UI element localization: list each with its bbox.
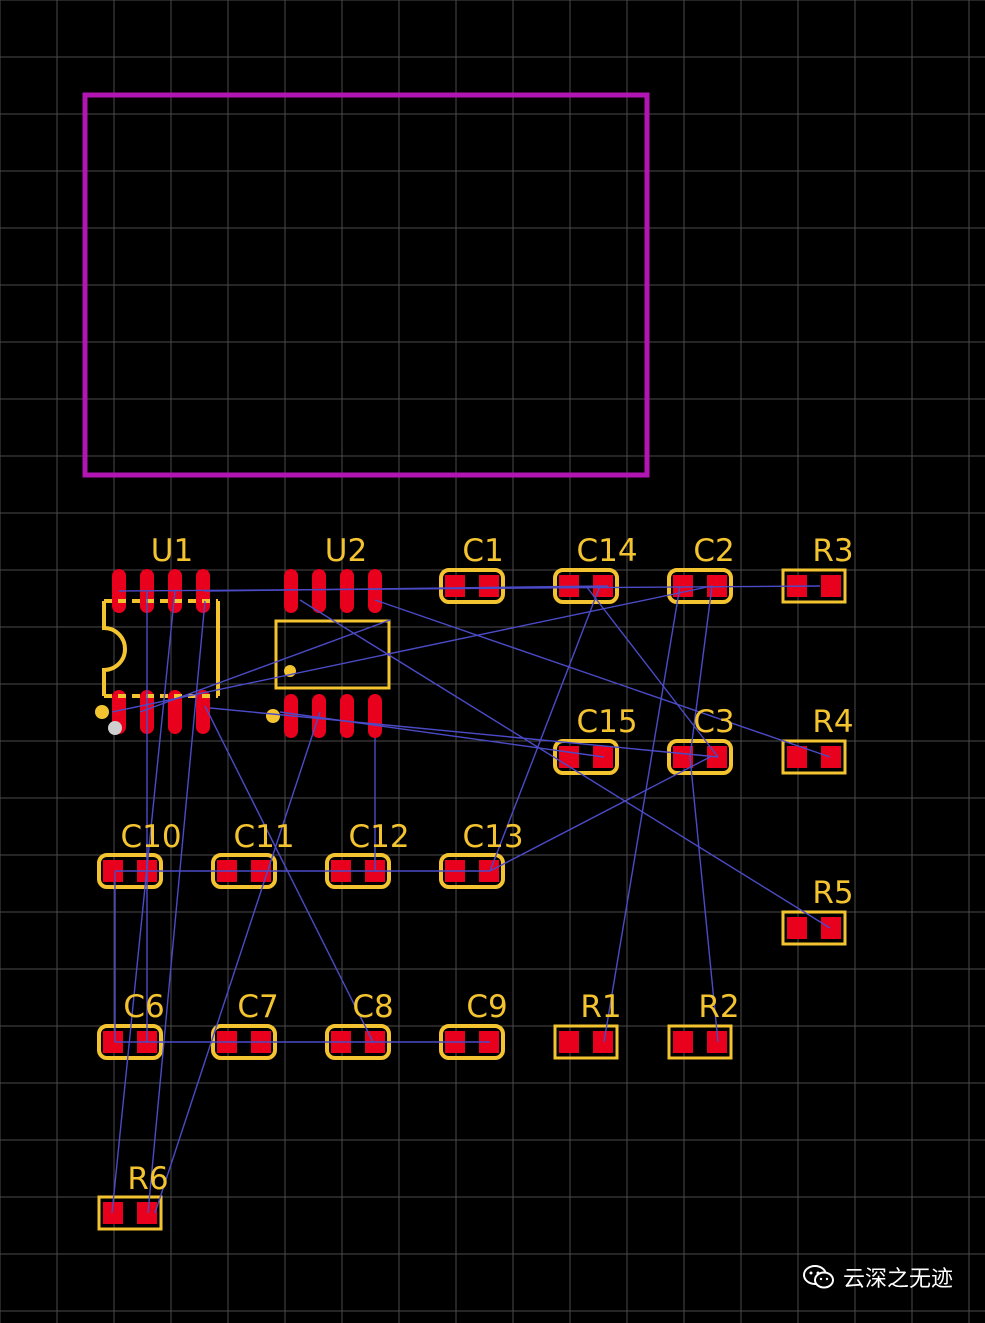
ratsnest-lines — [111, 585, 831, 1214]
label-c3: C3 — [693, 704, 734, 740]
ratsnest-connection — [139, 619, 391, 713]
label-c11: C11 — [233, 819, 294, 855]
designator-labels: U1 U2 C1 C14 C2 R3 C15 C3 R4 C10 C11 C12… — [120, 533, 853, 1197]
pad[interactable] — [707, 575, 727, 597]
watermark: 云深之无迹 — [802, 1261, 953, 1293]
label-r5: R5 — [812, 875, 853, 911]
pad[interactable] — [103, 1202, 123, 1224]
pad[interactable] — [103, 860, 123, 882]
label-u1: U1 — [151, 533, 193, 569]
ratsnest-connection — [204, 705, 374, 1043]
pad[interactable] — [821, 746, 841, 768]
component-r4[interactable] — [781, 739, 847, 775]
ratsnest-connection — [209, 707, 719, 758]
label-c8: C8 — [352, 989, 393, 1025]
pad[interactable] — [673, 1031, 693, 1053]
component-r2[interactable] — [667, 1024, 733, 1060]
pad[interactable] — [137, 1202, 157, 1224]
component-c1[interactable] — [439, 568, 505, 604]
pad[interactable] — [559, 746, 579, 768]
label-r6: R6 — [127, 1161, 168, 1197]
label-u2: U2 — [325, 533, 367, 569]
ratsnest-connection — [299, 599, 831, 929]
pad[interactable] — [707, 1031, 727, 1053]
pad[interactable] — [479, 575, 499, 597]
ratsnest-connection — [279, 711, 605, 758]
label-c13: C13 — [462, 819, 523, 855]
ratsnest-connection — [374, 599, 831, 758]
label-r2: R2 — [698, 989, 739, 1025]
label-r1: R1 — [580, 989, 621, 1025]
board-outline[interactable] — [82, 92, 650, 478]
label-c2: C2 — [693, 533, 734, 569]
label-r4: R4 — [812, 704, 853, 740]
pad[interactable] — [559, 1031, 579, 1053]
ratsnest-connection — [585, 585, 719, 758]
ratsnest-connection — [689, 585, 713, 758]
pad[interactable] — [821, 575, 841, 597]
ratsnest-connection — [111, 585, 713, 713]
wechat-icon — [802, 1265, 834, 1289]
label-c9: C9 — [466, 989, 507, 1025]
label-c6: C6 — [123, 989, 164, 1025]
pad[interactable] — [787, 746, 807, 768]
component-c3[interactable] — [667, 739, 733, 775]
ratsnest-connection — [489, 756, 711, 872]
ratsnest-connection — [689, 756, 719, 1043]
watermark-text: 云深之无迹 — [842, 1267, 953, 1292]
ratsnest-connection — [204, 585, 609, 592]
label-c7: C7 — [237, 989, 278, 1025]
pad[interactable] — [673, 746, 693, 768]
pad[interactable] — [593, 1031, 613, 1053]
ratsnest-connection — [489, 585, 601, 872]
component-r6[interactable] — [97, 1195, 163, 1231]
component-r1[interactable] — [553, 1024, 619, 1060]
label-r3: R3 — [812, 533, 853, 569]
component-r5[interactable] — [781, 910, 847, 946]
ratsnest-connection — [603, 585, 681, 1043]
pad[interactable] — [787, 917, 807, 939]
ratsnest-connection — [147, 600, 206, 1214]
pad[interactable] — [103, 1031, 123, 1053]
ratsnest-connection — [154, 711, 321, 1214]
label-c14: C14 — [576, 533, 637, 569]
ratsnest-connection — [111, 590, 176, 1214]
label-c15: C15 — [576, 704, 637, 740]
pad[interactable] — [821, 917, 841, 939]
label-c10: C10 — [120, 819, 181, 855]
label-c12: C12 — [348, 819, 409, 855]
pad[interactable] — [445, 575, 465, 597]
label-c1: C1 — [462, 533, 503, 569]
